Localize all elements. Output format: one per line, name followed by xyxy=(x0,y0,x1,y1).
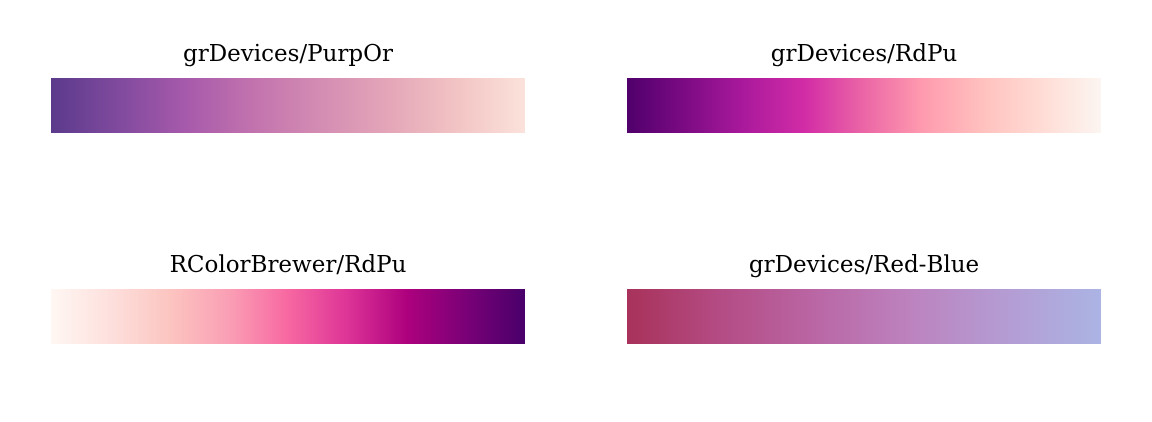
palette-title: grDevices/PurpOr xyxy=(182,41,394,67)
palette-gradient-bar xyxy=(627,289,1101,344)
palette-gradient-bar xyxy=(627,78,1101,133)
palette-gradient-bar xyxy=(51,78,525,133)
palette-title: grDevices/Red-Blue xyxy=(748,252,980,278)
palette-title: RColorBrewer/RdPu xyxy=(169,252,407,278)
palette-gradient-bar xyxy=(51,289,525,344)
palette-title: grDevices/RdPu xyxy=(770,41,958,67)
